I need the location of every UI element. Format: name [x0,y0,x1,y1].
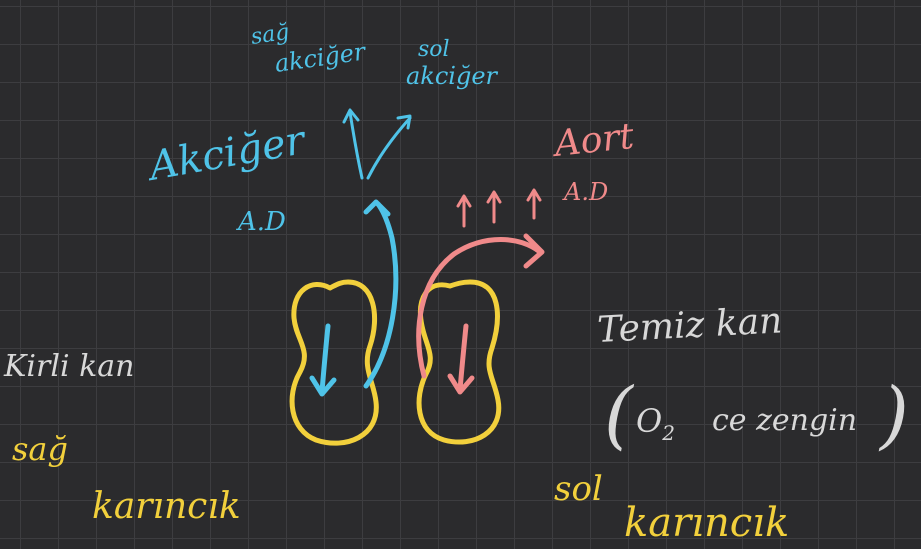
o2-letter: O [636,402,662,440]
aorta-arrowhead [523,233,545,269]
branch-left-lung-arrowhead [396,114,412,130]
label-o2: O2 [636,402,675,445]
right-ventricle-down-arrow [319,323,331,395]
label-sol-akciger-bottom: akciğer [406,62,499,90]
label-temiz-kan: Temiz kan [596,300,783,351]
aorta-up-arrow-2 [486,190,502,224]
label-ce-zengin: ce zengin [712,403,857,438]
aorta-small-up-arrows [456,188,542,228]
label-sag-akciger-top: sağ [249,20,291,50]
o2-subscript: 2 [661,421,675,445]
pulmonary-artery-arrow [363,201,399,389]
left-ventricle-outline [416,279,502,445]
label-sol: sol [554,469,603,509]
left-ventricle-down-arrow [457,323,469,393]
label-sag-karincik: karıncık [92,486,241,527]
label-akciger: Akciğer [142,117,311,191]
o2-open-paren: ( [604,372,635,458]
label-aort: Aort [550,116,637,165]
label-sag: sağ [12,430,68,468]
label-sol-akciger-top: sol [418,37,450,62]
branch-left-lung-arrow [366,116,412,180]
branch-right-lung-arrow [348,110,364,180]
aorta-up-arrow-1 [456,194,472,228]
label-kirli-kan: Kirli kan [3,349,134,384]
pulmonary-artery-arrowhead [363,199,391,217]
right-ventricle-down-arrowhead [309,375,337,397]
left-ventricle-down-arrowhead [447,373,475,395]
o2-close-paren: ) [878,372,909,458]
aorta-up-arrow-3 [526,188,542,220]
right-ventricle-outline [289,279,379,446]
label-aort-ad: A.D [562,178,608,206]
aorta-arrow [416,237,543,379]
branch-right-lung-arrowhead [342,108,360,124]
label-akciger-ad: A.D [236,207,286,237]
label-sol-karincik: karıncık [624,500,789,546]
